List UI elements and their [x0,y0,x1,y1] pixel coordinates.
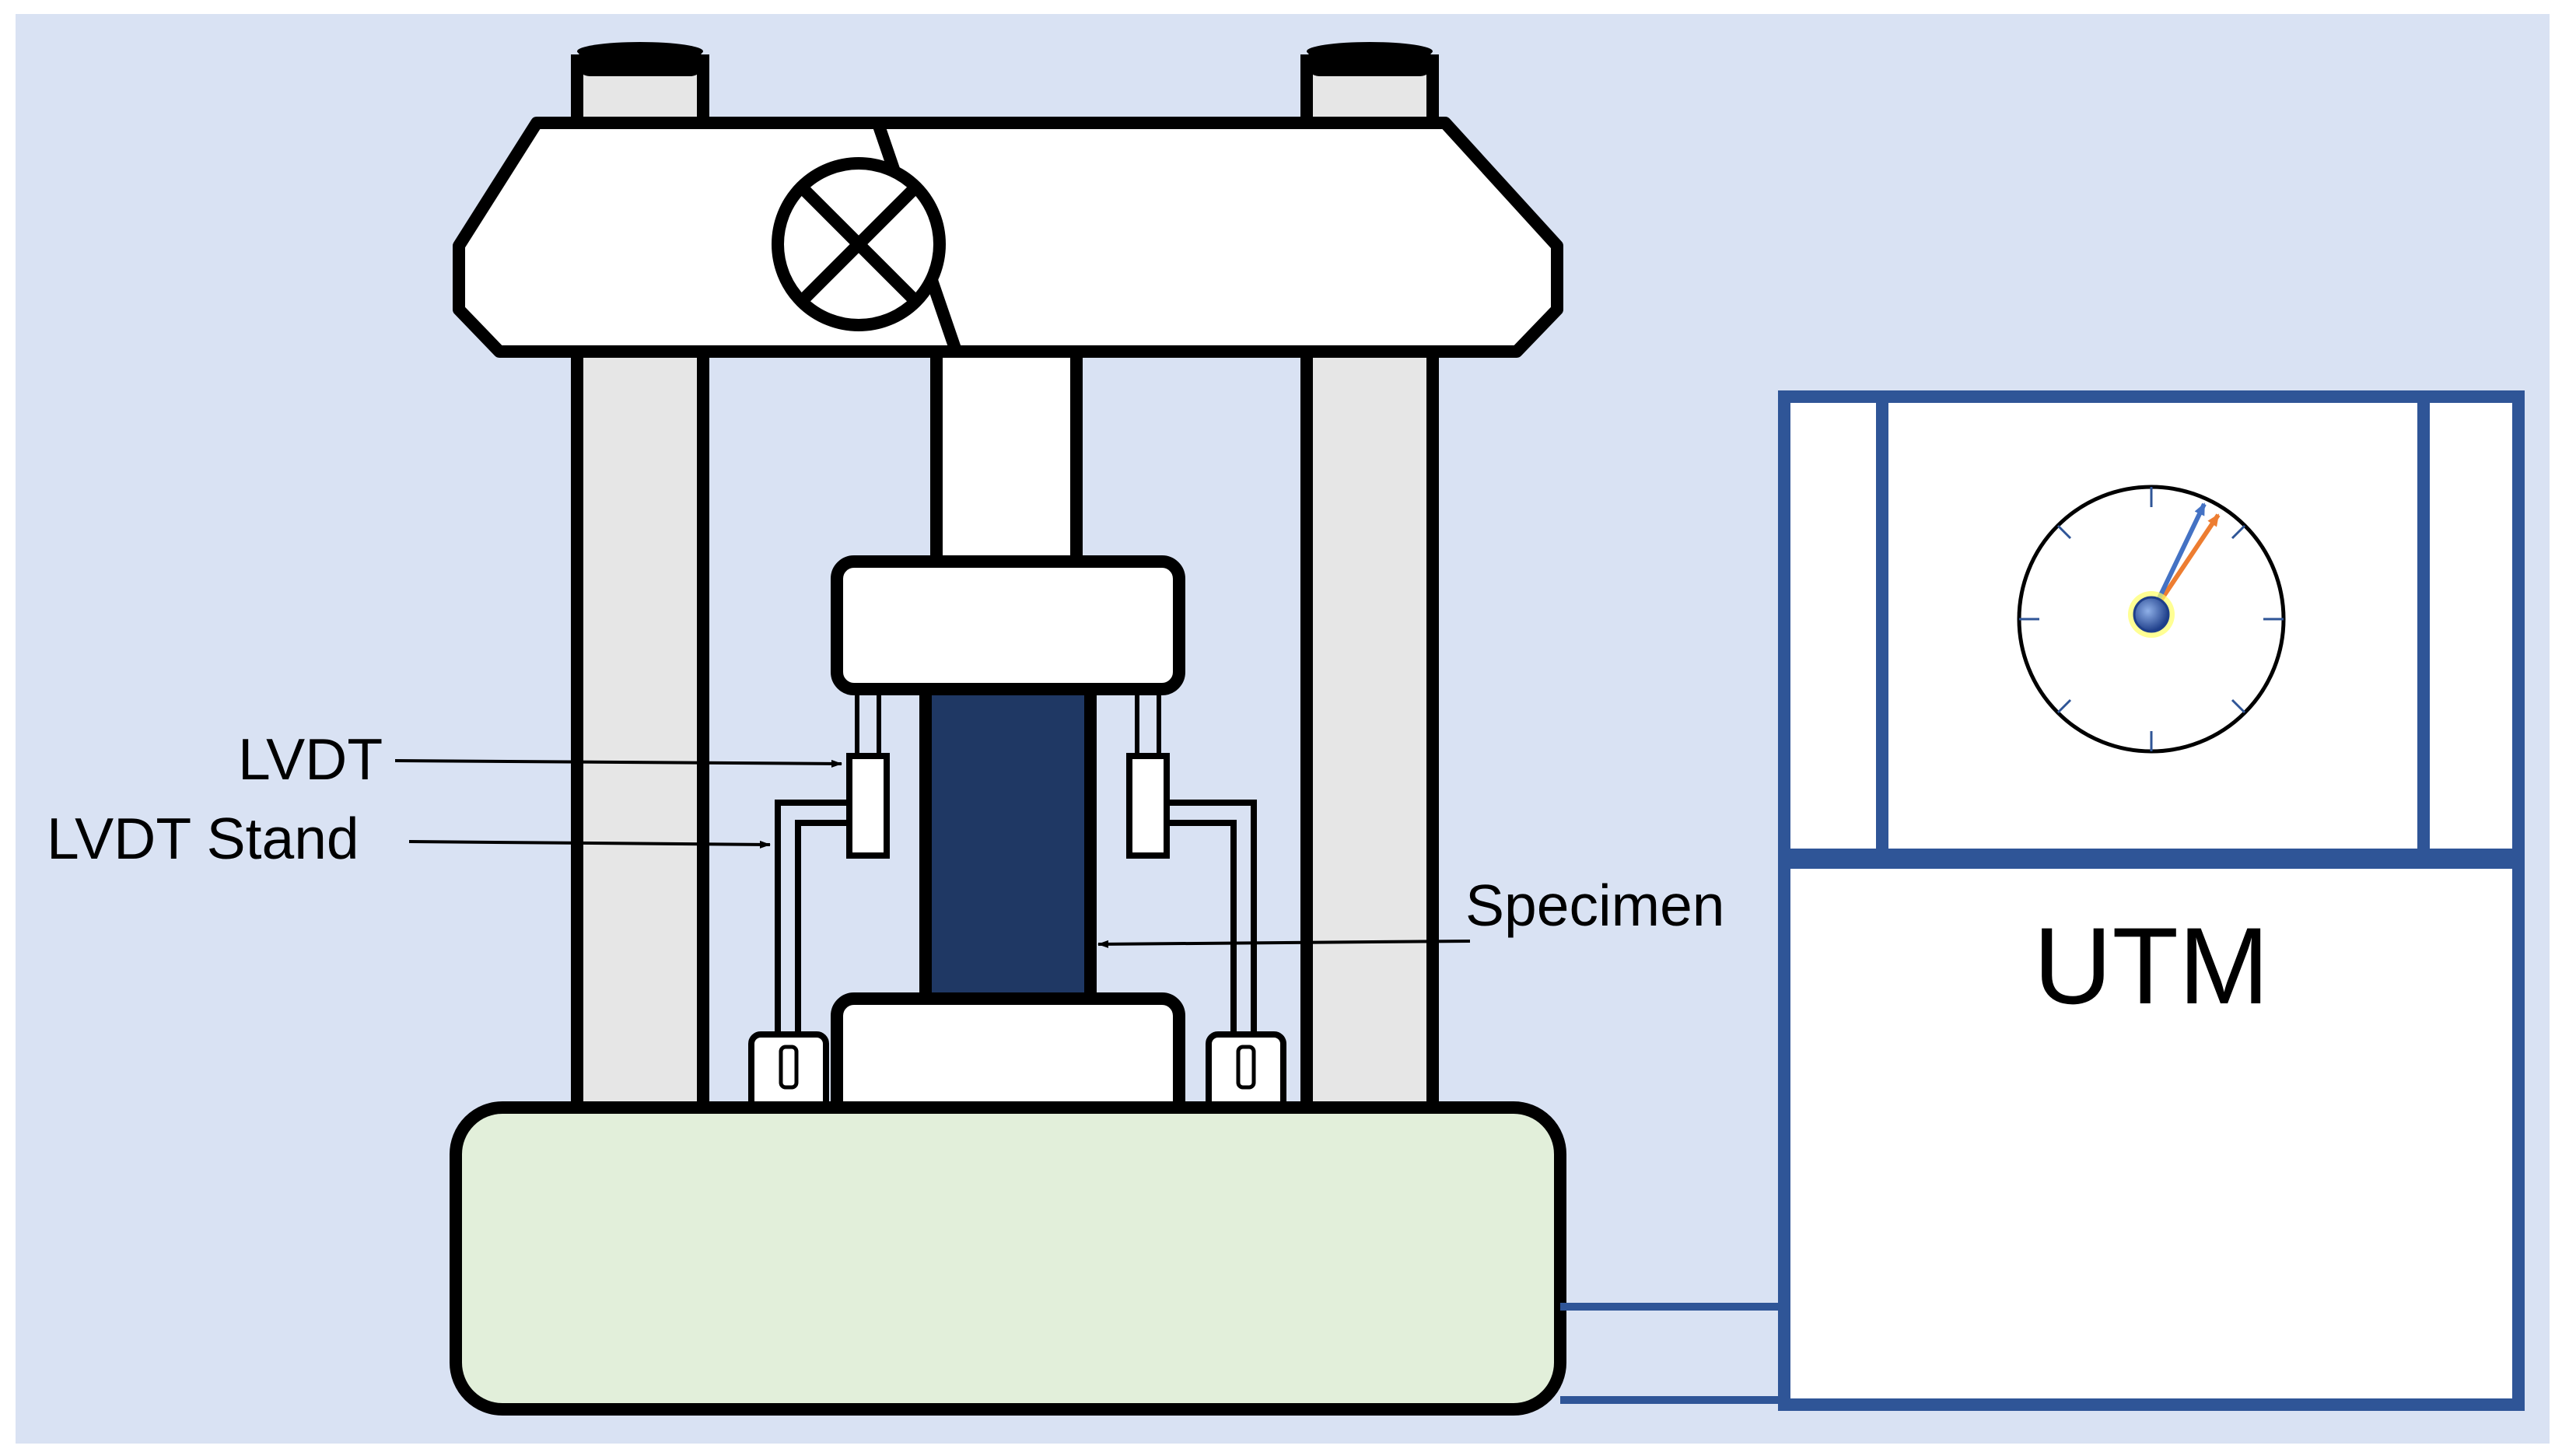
ram-rod [930,345,1083,568]
utm-label: UTM [2033,905,2269,1027]
lvdt-label: LVDT [238,726,383,792]
load-frame [450,42,1566,1416]
lvdt-stand-label: LVDT Stand [47,806,359,871]
right-lvdt-sensor [1126,753,1170,859]
upper-platen [831,555,1185,695]
lvdt-stand-arrow [408,840,771,849]
utm-console: UTM [1778,390,2525,1411]
specimen-arrow [1097,940,1471,948]
left-lvdt-assembly [748,689,890,1123]
circle-x-valve-icon [772,124,961,351]
right-lvdt-assembly [1126,689,1286,1123]
machine-base [450,1101,1566,1416]
left-lvdt-sensor [846,753,890,859]
dial-gauge-icon [2017,485,2286,754]
lvdt-arrow [394,759,842,768]
base-to-utm-connectors [1560,1303,1784,1404]
callout-labels: LVDT LVDT Stand Specimen [47,726,1725,948]
upper-crosshead [453,117,1563,358]
specimen-label: Specimen [1465,873,1725,938]
gauge-hub [2133,596,2170,633]
specimen [919,683,1097,1005]
